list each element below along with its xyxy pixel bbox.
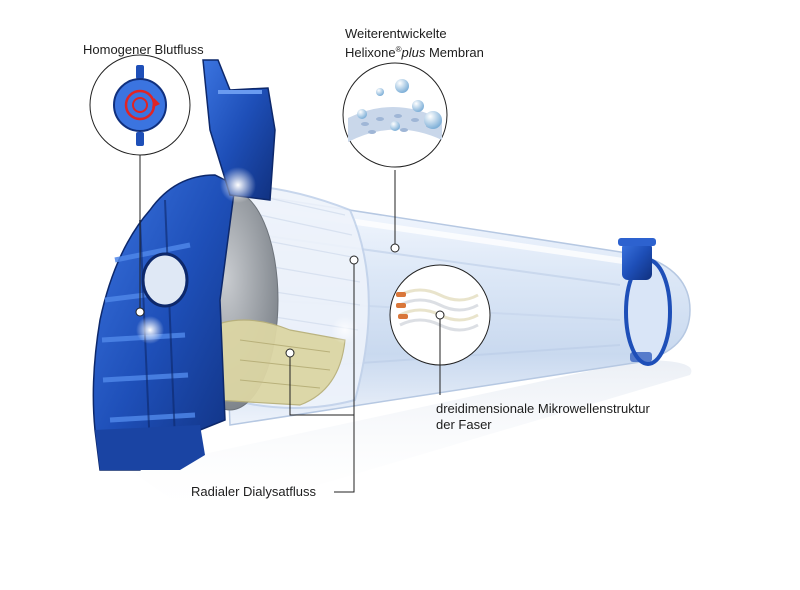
callout-fiber [389,264,491,395]
label-fiber-structure: dreidimensionale Mikrowellenstruktur der… [436,401,650,432]
label-dialysate-flow: Radialer Dialysatfluss [191,484,316,499]
label-membrane: Weiterentwickelte Helixone®plus Membran [345,26,484,60]
callout-membrane [342,62,448,253]
blood-port-top [202,59,276,201]
floor-reflection [130,360,692,520]
dialysate-port-right [622,242,652,280]
blood-flow-icon [113,78,167,132]
callout-blood-flow [89,54,191,317]
light-flares [136,167,359,344]
label-blood-flow: Homogener Blutfluss [83,42,204,57]
membrane-molecule-icon [357,109,367,119]
callout-dialysate [285,255,359,493]
